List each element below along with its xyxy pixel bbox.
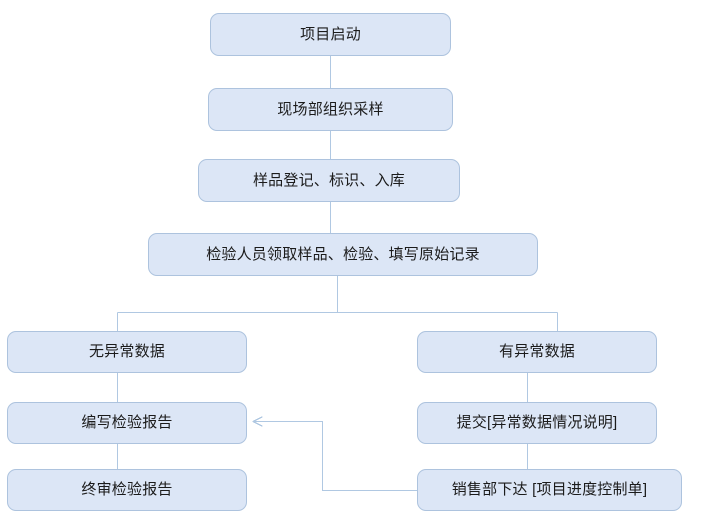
node-field-sampling[interactable]: 现场部组织采样 [208,88,453,131]
node-final-report[interactable]: 终审检验报告 [7,469,247,511]
node-write-report[interactable]: 编写检验报告 [7,402,247,444]
node-no-anomaly[interactable]: 无异常数据 [7,331,247,373]
node-inspection-record-label: 检验人员领取样品、检验、填写原始记录 [206,245,480,263]
node-sample-register-label: 样品登记、标识、入库 [252,171,405,189]
node-project-start-label: 项目启动 [300,25,361,43]
node-final-report-label: 终审检验报告 [81,481,173,498]
node-field-sampling-label: 现场部组织采样 [277,100,384,118]
node-submit-explain-label: 提交[异常数据情况说明] [456,414,618,431]
node-has-anomaly-label: 有异常数据 [498,343,575,360]
node-sales-order[interactable]: 销售部下达 [项目进度控制单] [417,469,682,511]
connector-inspection-record-branch-split [116,276,559,331]
node-project-start[interactable]: 项目启动 [210,13,451,56]
node-submit-explain[interactable]: 提交[异常数据情况说明] [417,402,657,444]
arrowhead-icon [252,416,263,427]
node-sales-order-label: 销售部下达 [项目进度控制单] [451,481,648,498]
node-has-anomaly[interactable]: 有异常数据 [417,331,657,373]
node-inspection-record[interactable]: 检验人员领取样品、检验、填写原始记录 [148,233,538,276]
node-write-report-label: 编写检验报告 [81,414,173,431]
node-no-anomaly-label: 无异常数据 [88,343,165,360]
node-sample-register[interactable]: 样品登记、标识、入库 [198,159,460,202]
connector-sales-order-to-write-report [254,420,417,492]
